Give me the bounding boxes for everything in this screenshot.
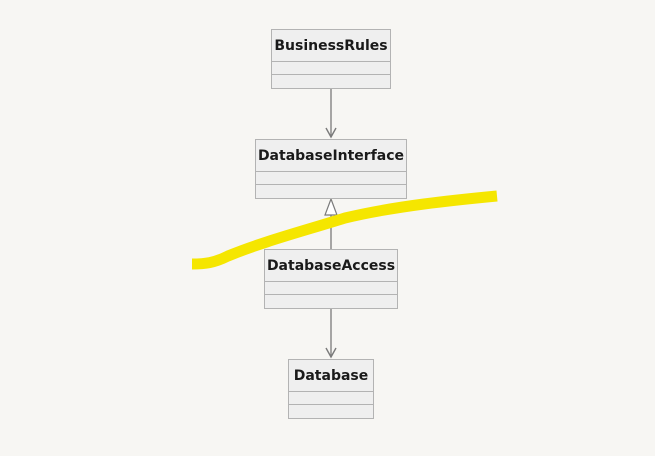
class-methods-compartment	[256, 185, 406, 198]
class-attributes-compartment	[265, 282, 397, 295]
class-attributes-compartment	[256, 172, 406, 185]
class-attributes-compartment	[272, 62, 390, 75]
class-methods-compartment	[272, 75, 390, 88]
class-methods-compartment	[265, 295, 397, 308]
class-databaseaccess[interactable]: DatabaseAccess	[264, 249, 398, 309]
class-methods-compartment	[289, 405, 373, 418]
class-attributes-compartment	[289, 392, 373, 405]
highlighter-stroke	[191, 190, 498, 270]
realization-arrowhead	[324, 197, 338, 216]
class-businessrules[interactable]: BusinessRules	[271, 29, 391, 89]
class-name: DatabaseInterface	[256, 140, 406, 172]
class-name: Database	[289, 360, 373, 392]
class-databaseinterface[interactable]: DatabaseInterface	[255, 139, 407, 199]
class-name: DatabaseAccess	[265, 250, 397, 282]
class-database[interactable]: Database	[288, 359, 374, 419]
class-name: BusinessRules	[272, 30, 390, 62]
